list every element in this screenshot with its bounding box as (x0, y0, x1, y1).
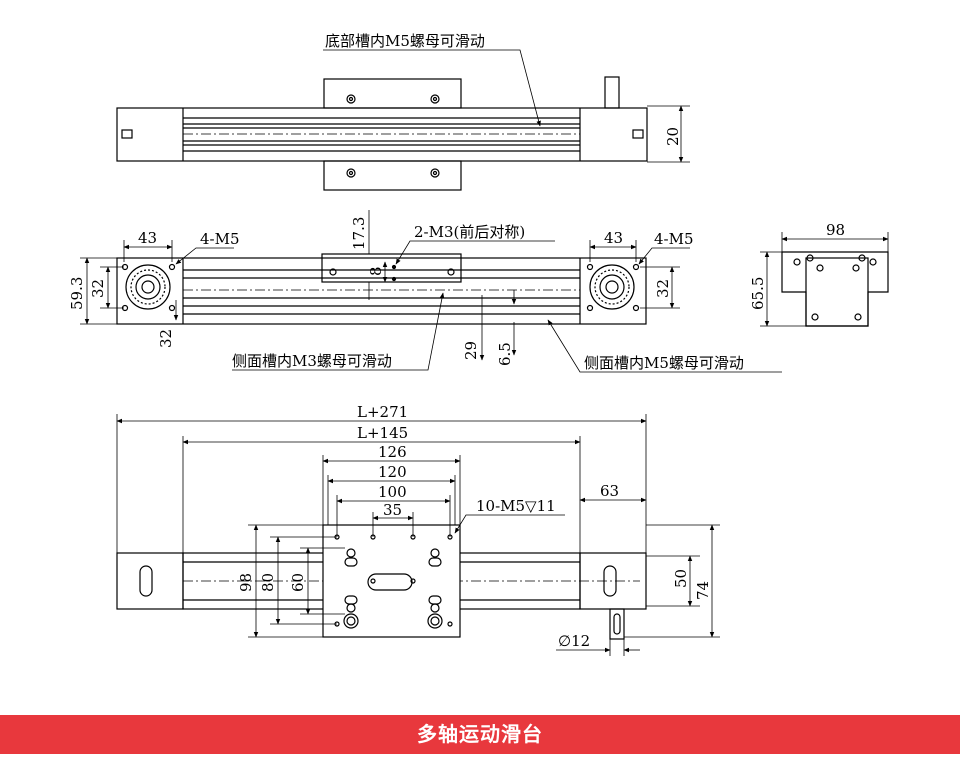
dim-4m5-right: 4-M5 (654, 230, 694, 248)
dim-98-top: 98 (826, 221, 845, 239)
side-m3-label: 侧面槽内M3螺母可滑动 (232, 352, 392, 370)
dim-32-bottom: 32 (157, 329, 175, 348)
dim-65-5: 65.5 (749, 277, 767, 310)
top-rail (116, 107, 648, 162)
dim-L145: L+145 (357, 424, 408, 442)
dim-43-right: 43 (604, 229, 623, 247)
plan-carriage (322, 524, 461, 638)
dim-phi12: ∅12 (558, 632, 590, 650)
dim-17-3: 17.3 (350, 217, 368, 250)
dim-20: 20 (664, 127, 682, 146)
left-bearing (125, 264, 171, 310)
right-bearing (589, 264, 635, 310)
top-shaft (604, 76, 620, 109)
dim-2m3: 2-M3(前后对称) (414, 223, 525, 241)
dim-63: 63 (600, 482, 619, 500)
dim-80: 80 (259, 573, 277, 592)
footer-title: 多轴运动滑台 (417, 722, 543, 746)
plan-view (116, 414, 720, 656)
dim-6-5: 6.5 (496, 342, 514, 366)
dim-35: 35 (383, 501, 402, 519)
front-view (80, 210, 782, 373)
top-carriage-lower (323, 160, 462, 191)
end-view (760, 232, 889, 327)
dim-120: 120 (378, 463, 407, 481)
dim-100: 100 (378, 483, 407, 501)
top-view (116, 49, 690, 191)
side-m5-label: 侧面槽内M5螺母可滑动 (584, 354, 744, 372)
dim-8: 8 (367, 266, 385, 276)
dim-43-left: 43 (138, 229, 157, 247)
dim-60: 60 (289, 573, 307, 592)
dim-59-3: 59.3 (68, 277, 86, 310)
dim-98: 98 (237, 573, 255, 592)
dim-4m5-left: 4-M5 (200, 230, 240, 248)
footer-banner: 多轴运动滑台 (0, 715, 960, 754)
dim-74: 74 (694, 581, 712, 600)
top-carriage-upper (323, 78, 462, 109)
bottom-slot-label: 底部槽内M5螺母可滑动 (325, 32, 485, 50)
front-rail (116, 257, 647, 325)
dim-126: 126 (378, 443, 407, 461)
front-carriage (321, 253, 462, 283)
dim-32-left: 32 (89, 279, 107, 298)
dim-L271: L+271 (357, 403, 408, 421)
dim-10m5: 10-M5▽11 (476, 497, 556, 515)
technical-drawing: 底部槽内M5螺母可滑动 20 (68, 32, 889, 656)
dim-50: 50 (672, 569, 690, 588)
dim-32-right: 32 (654, 279, 672, 298)
dim-29: 29 (462, 341, 480, 360)
